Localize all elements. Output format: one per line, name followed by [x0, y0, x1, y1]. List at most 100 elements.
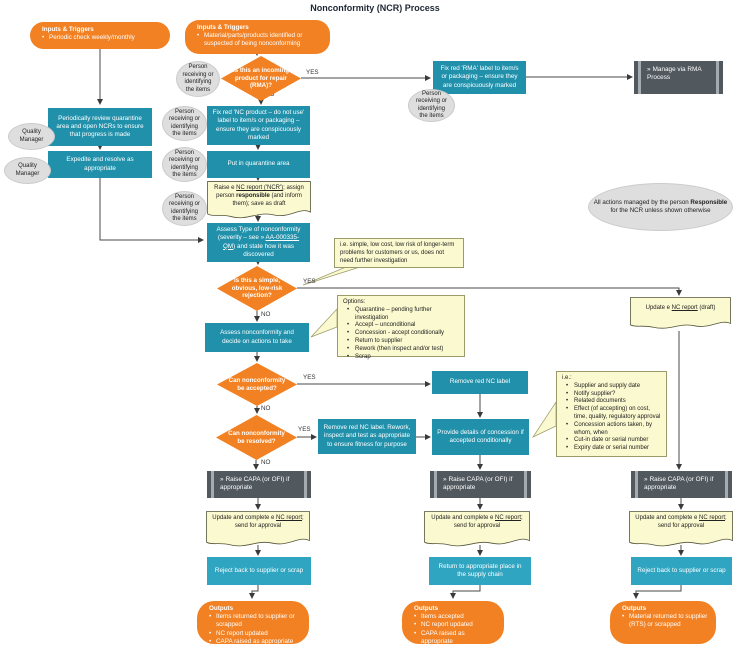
list-item: Return to supplier: [343, 338, 459, 346]
label-no-accepted: NO: [261, 405, 271, 412]
note-simple-rejection: i.e. simple, low cost, low risk of longe…: [334, 238, 464, 268]
outputs-title: Outputs: [622, 605, 647, 612]
link-nc-report-ncr[interactable]: NC report ('NCR'): [236, 185, 284, 191]
list-item: NC report updated: [209, 630, 301, 638]
list-item: Rework (then inspect and/or test): [343, 346, 459, 354]
label-yes-resolved: YES: [298, 426, 311, 433]
subprocess-raise-capa-2: »Raise CAPA (or OFI) if appropriate: [430, 471, 531, 498]
document-text: Update and complete e NC report; send fo…: [629, 511, 733, 531]
document-text: Update e NC report (draft): [630, 297, 731, 313]
process-review-quarantine: Periodically review quarantine area and …: [48, 108, 152, 146]
subprocess-label: Manage via RMA Process: [647, 66, 702, 82]
subprocess-raise-capa-3: »Raise CAPA (or OFI) if appropriate: [631, 471, 732, 498]
document-shape: [207, 181, 311, 221]
ellipse-person-receiving-4: Person receiving or identifying the item…: [162, 147, 207, 182]
process-expedite: Expedite and resolve as appropriate: [48, 151, 152, 178]
list-item: Scrap: [343, 354, 459, 362]
text-run: (draft): [697, 305, 716, 311]
list-item: NC report updated: [414, 621, 496, 629]
chevron-marker: »: [443, 476, 447, 483]
ellipse-person-receiving-3: Person receiving or identifying the item…: [162, 106, 207, 141]
subprocess-manage-rma: »Manage via RMA Process: [634, 61, 723, 94]
text-run: ; send for approval: [453, 515, 523, 529]
list-item: Effect (of accepting) on cost, time, qua…: [562, 406, 661, 422]
text-run: Update and complete e: [635, 515, 700, 521]
text-run: ; assign person: [216, 185, 304, 199]
process-assess-decide: Assess nonconformity and decide on actio…: [205, 323, 309, 352]
process-return-supply-chain: Return to appropriate place in the suppl…: [429, 557, 531, 585]
list-item: CAPA raised as appropriate: [414, 630, 496, 646]
list-item: Concession - accept conditionally: [343, 330, 459, 338]
process-remove-nc-label: Remove red NC label: [432, 371, 528, 394]
note-title: Options:: [343, 299, 366, 305]
document-update-complete-3: Update and complete e NC report; send fo…: [629, 511, 733, 549]
list-item: Accept – unconditional: [343, 322, 459, 330]
label-no-resolved: NO: [261, 459, 271, 466]
text-run: ; send for approval: [234, 515, 304, 529]
subprocess-label: Raise CAPA (or OFI) if appropriate: [443, 476, 513, 492]
ellipse-quality-manager-1: Quality Manager: [8, 123, 55, 150]
link-nc-report-2[interactable]: NC report: [495, 515, 522, 521]
list-item: Items accepted: [414, 613, 496, 621]
process-fix-rma-label: Fix red 'RMA' label to item/s or packagi…: [433, 61, 526, 94]
ellipse-quality-manager-2: Quality Manager: [4, 157, 51, 184]
label-yes-simple: YES: [303, 278, 316, 285]
document-text: Update and complete e NC report; send fo…: [206, 511, 310, 531]
list-item: Related documents: [562, 398, 661, 406]
document-shape: [630, 297, 731, 331]
note-options: Options: Quarantine – pending further in…: [337, 295, 465, 361]
document-update-draft: Update e NC report (draft): [630, 297, 731, 331]
list-item: Material/parts/products identified or su…: [197, 32, 322, 48]
list-item: Cut-in date or serial number: [562, 437, 661, 445]
ellipse-person-receiving-2: Person receiving or identifying the item…: [408, 89, 455, 122]
ellipse-all-actions: All actions managed by the person Respon…: [588, 183, 733, 231]
label-yes-accepted: YES: [303, 374, 316, 381]
list-item: Expiry date or serial number: [562, 445, 661, 453]
process-reject-scrap-1: Reject back to supplier or scrap: [207, 557, 311, 585]
list-item: Notify supplier?: [562, 391, 661, 399]
list-item: CAPA raised as appropriate: [209, 638, 301, 646]
text-run: Update e: [645, 305, 672, 311]
label-no-simple: NO: [261, 311, 271, 318]
subprocess-label: Raise CAPA (or OFI) if appropriate: [220, 476, 290, 492]
link-nc-report-draft[interactable]: NC report: [671, 305, 698, 311]
outputs-title: Outputs: [414, 605, 439, 612]
process-put-quarantine: Put in quarantine area: [207, 151, 310, 178]
list-item: Periodic check weekly/monthly: [42, 34, 162, 42]
text-run: ; send for approval: [657, 515, 727, 529]
list-item: Items returned to supplier or scrapped: [209, 613, 301, 629]
link-aa-000335-qm[interactable]: AA-000335-QM: [222, 234, 300, 250]
label-yes-rma: YES: [306, 69, 319, 76]
link-nc-report-1[interactable]: NC report: [276, 515, 303, 521]
text-run: for the NCR unless shown otherwise: [610, 207, 711, 214]
note-concession-details: i.e.: Supplier and supply date Notify su…: [556, 371, 667, 457]
document-raise-ncr: Raise e NC report ('NCR'); assign person…: [207, 181, 311, 221]
chevron-marker: »: [644, 476, 648, 483]
text-run: Assess Type of nonconformity (severity –…: [216, 226, 301, 242]
subprocess-label: Raise CAPA (or OFI) if appropriate: [644, 476, 714, 492]
document-update-complete-2: Update and complete e NC report; send fo…: [424, 511, 530, 549]
process-assess-type: Assess Type of nonconformity (severity –…: [207, 223, 310, 262]
output-accepted: Outputs Items accepted NC report updated…: [402, 601, 504, 646]
chevron-marker: »: [647, 66, 651, 73]
text-run: Update and complete e: [212, 515, 277, 521]
process-provide-concession: Provide details of concession if accepte…: [432, 419, 529, 455]
document-shape: [206, 511, 310, 549]
text-bold: Responsible: [690, 199, 728, 207]
document-text: Raise e NC report ('NCR'); assign person…: [207, 181, 311, 208]
document-shape: [629, 511, 733, 549]
text-run: All actions managed by the person: [593, 199, 691, 207]
output-returned: Outputs Material returned to supplier (R…: [610, 601, 716, 644]
output-rejected: Outputs Items returned to supplier or sc…: [197, 601, 309, 646]
link-nc-report-3[interactable]: NC report: [699, 515, 726, 521]
list-item: Concession actions taken, by whom, when: [562, 422, 661, 438]
note-title: i.e.:: [562, 375, 572, 381]
inputs-title: Inputs & Triggers: [197, 24, 249, 31]
process-rework: Remove red NC label. Rework, inspect and…: [318, 419, 416, 454]
document-shape: [424, 511, 530, 549]
inputs-title: Inputs & Triggers: [42, 26, 94, 33]
process-reject-scrap-2: Reject back to supplier or scrap: [631, 557, 732, 585]
text-run: (and inform them); save as draft: [232, 192, 302, 207]
